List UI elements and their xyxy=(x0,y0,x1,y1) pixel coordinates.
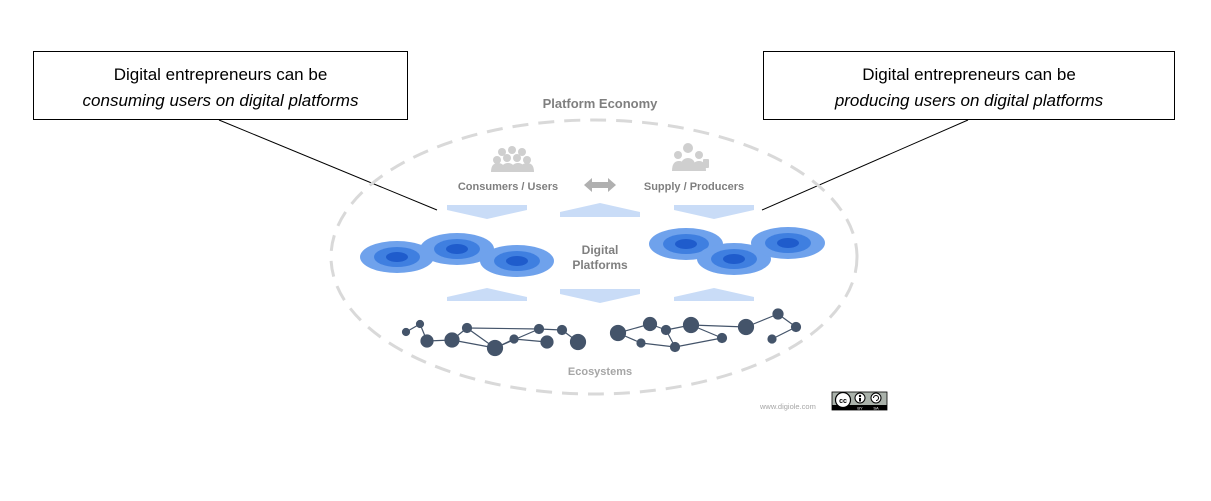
cc-license-badge: cc BY SA xyxy=(831,391,888,411)
ecosystems-label: Ecosystems xyxy=(568,366,632,378)
license-by-label: BY xyxy=(857,405,863,410)
arrow-down-consumers xyxy=(447,205,527,219)
ecosystem-network-left xyxy=(401,319,587,357)
callout-left-line1: Digital entrepreneurs can be xyxy=(113,65,328,84)
consumers-icon xyxy=(491,146,534,172)
svg-text:cc: cc xyxy=(839,398,847,405)
callout-left-pointer xyxy=(218,119,438,211)
platform-disc xyxy=(420,233,494,265)
arrow-down-producers xyxy=(674,205,754,219)
ecosystem-network-right xyxy=(609,308,802,353)
website-label: www.digiole.com xyxy=(759,402,816,411)
platform-disc xyxy=(697,243,771,275)
supply-producers-label: Supply / Producers xyxy=(644,181,744,193)
platform-disc xyxy=(360,241,434,273)
platform-economy-title: Platform Economy xyxy=(543,96,659,111)
callout-consuming-users: Digital entrepreneurs can be consuming u… xyxy=(33,51,408,120)
share-alike-icon xyxy=(870,392,882,404)
arrow-up-right xyxy=(674,288,754,301)
digital-platforms-label-2: Platforms xyxy=(572,258,628,272)
callout-left-line2: consuming users on digital platforms xyxy=(82,91,359,110)
platform-economy-boundary xyxy=(329,118,859,396)
license-sa-label: SA xyxy=(873,405,879,410)
platforms-cluster-left xyxy=(360,233,554,277)
callout-right-pointer xyxy=(761,119,969,211)
platform-disc xyxy=(480,245,554,277)
platforms-cluster-right xyxy=(649,227,825,275)
arrow-up-left xyxy=(447,288,527,301)
producers-icon xyxy=(672,143,709,171)
platform-disc xyxy=(751,227,825,259)
digital-platforms-label-1: Digital xyxy=(582,243,619,257)
callout-right-line1: Digital entrepreneurs can be xyxy=(862,65,1076,84)
cc-icon xyxy=(834,391,852,409)
callout-right-line2: producing users on digital platforms xyxy=(834,91,1104,110)
double-arrow-icon xyxy=(584,178,616,192)
arrow-down-center xyxy=(560,289,640,303)
consumers-users-label: Consumers / Users xyxy=(458,181,558,193)
callout-producing-users: Digital entrepreneurs can be producing u… xyxy=(763,51,1175,120)
arrow-up-center xyxy=(560,203,640,217)
